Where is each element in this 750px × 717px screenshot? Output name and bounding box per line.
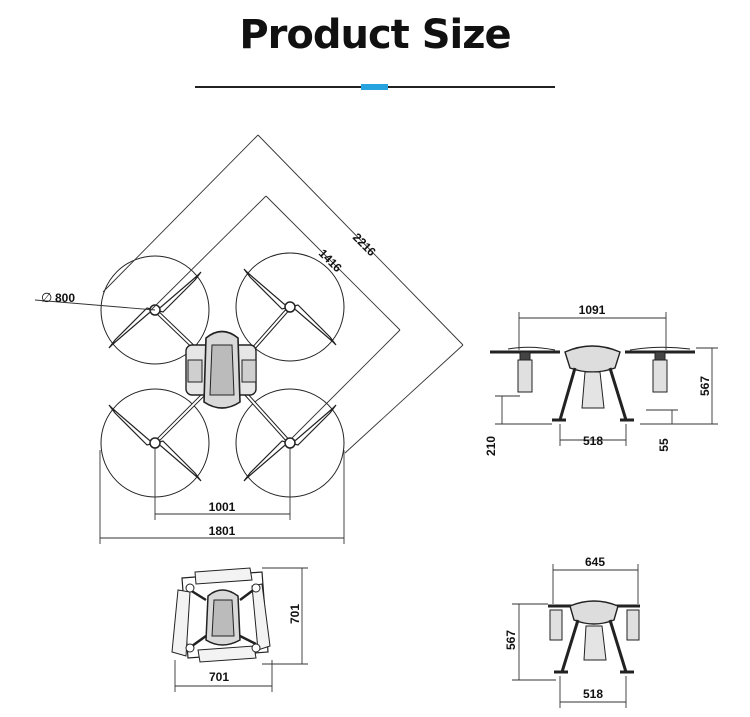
prop-diameter-label: 800 [55,291,75,305]
propeller-disc-top-right [235,252,345,362]
width-inner-label: 1001 [209,500,236,514]
side-width-label: 1091 [579,303,606,317]
title-divider-accent [361,84,388,90]
folded-leg-span-label: 518 [583,687,603,701]
top-view-drawing [100,252,345,498]
propeller-disc-top-left [100,255,210,365]
folded-side-view-drawing [548,600,640,674]
diameter-symbol: ∅ [41,290,52,305]
top-view-dimension-lines [34,134,464,544]
page-title: Product Size [239,12,511,58]
foot-height-label: 55 [657,438,671,452]
side-leg-span-label: 518 [583,434,603,448]
side-height-label: 567 [698,376,712,396]
folded-top-dimension-lines [174,567,308,692]
side-view-dimension-lines [495,312,718,446]
folded-side-height-label: 567 [504,630,518,650]
side-view-drawing [490,345,695,422]
folded-top-view-drawing [171,567,271,663]
folded-width-label: 701 [209,670,229,684]
folded-side-width-label: 645 [585,555,605,569]
folded-height-label: 701 [288,604,302,624]
ground-clearance-label: 210 [484,436,498,456]
width-outer-label: 1801 [209,524,236,538]
folded-side-dimension-lines [512,564,639,708]
